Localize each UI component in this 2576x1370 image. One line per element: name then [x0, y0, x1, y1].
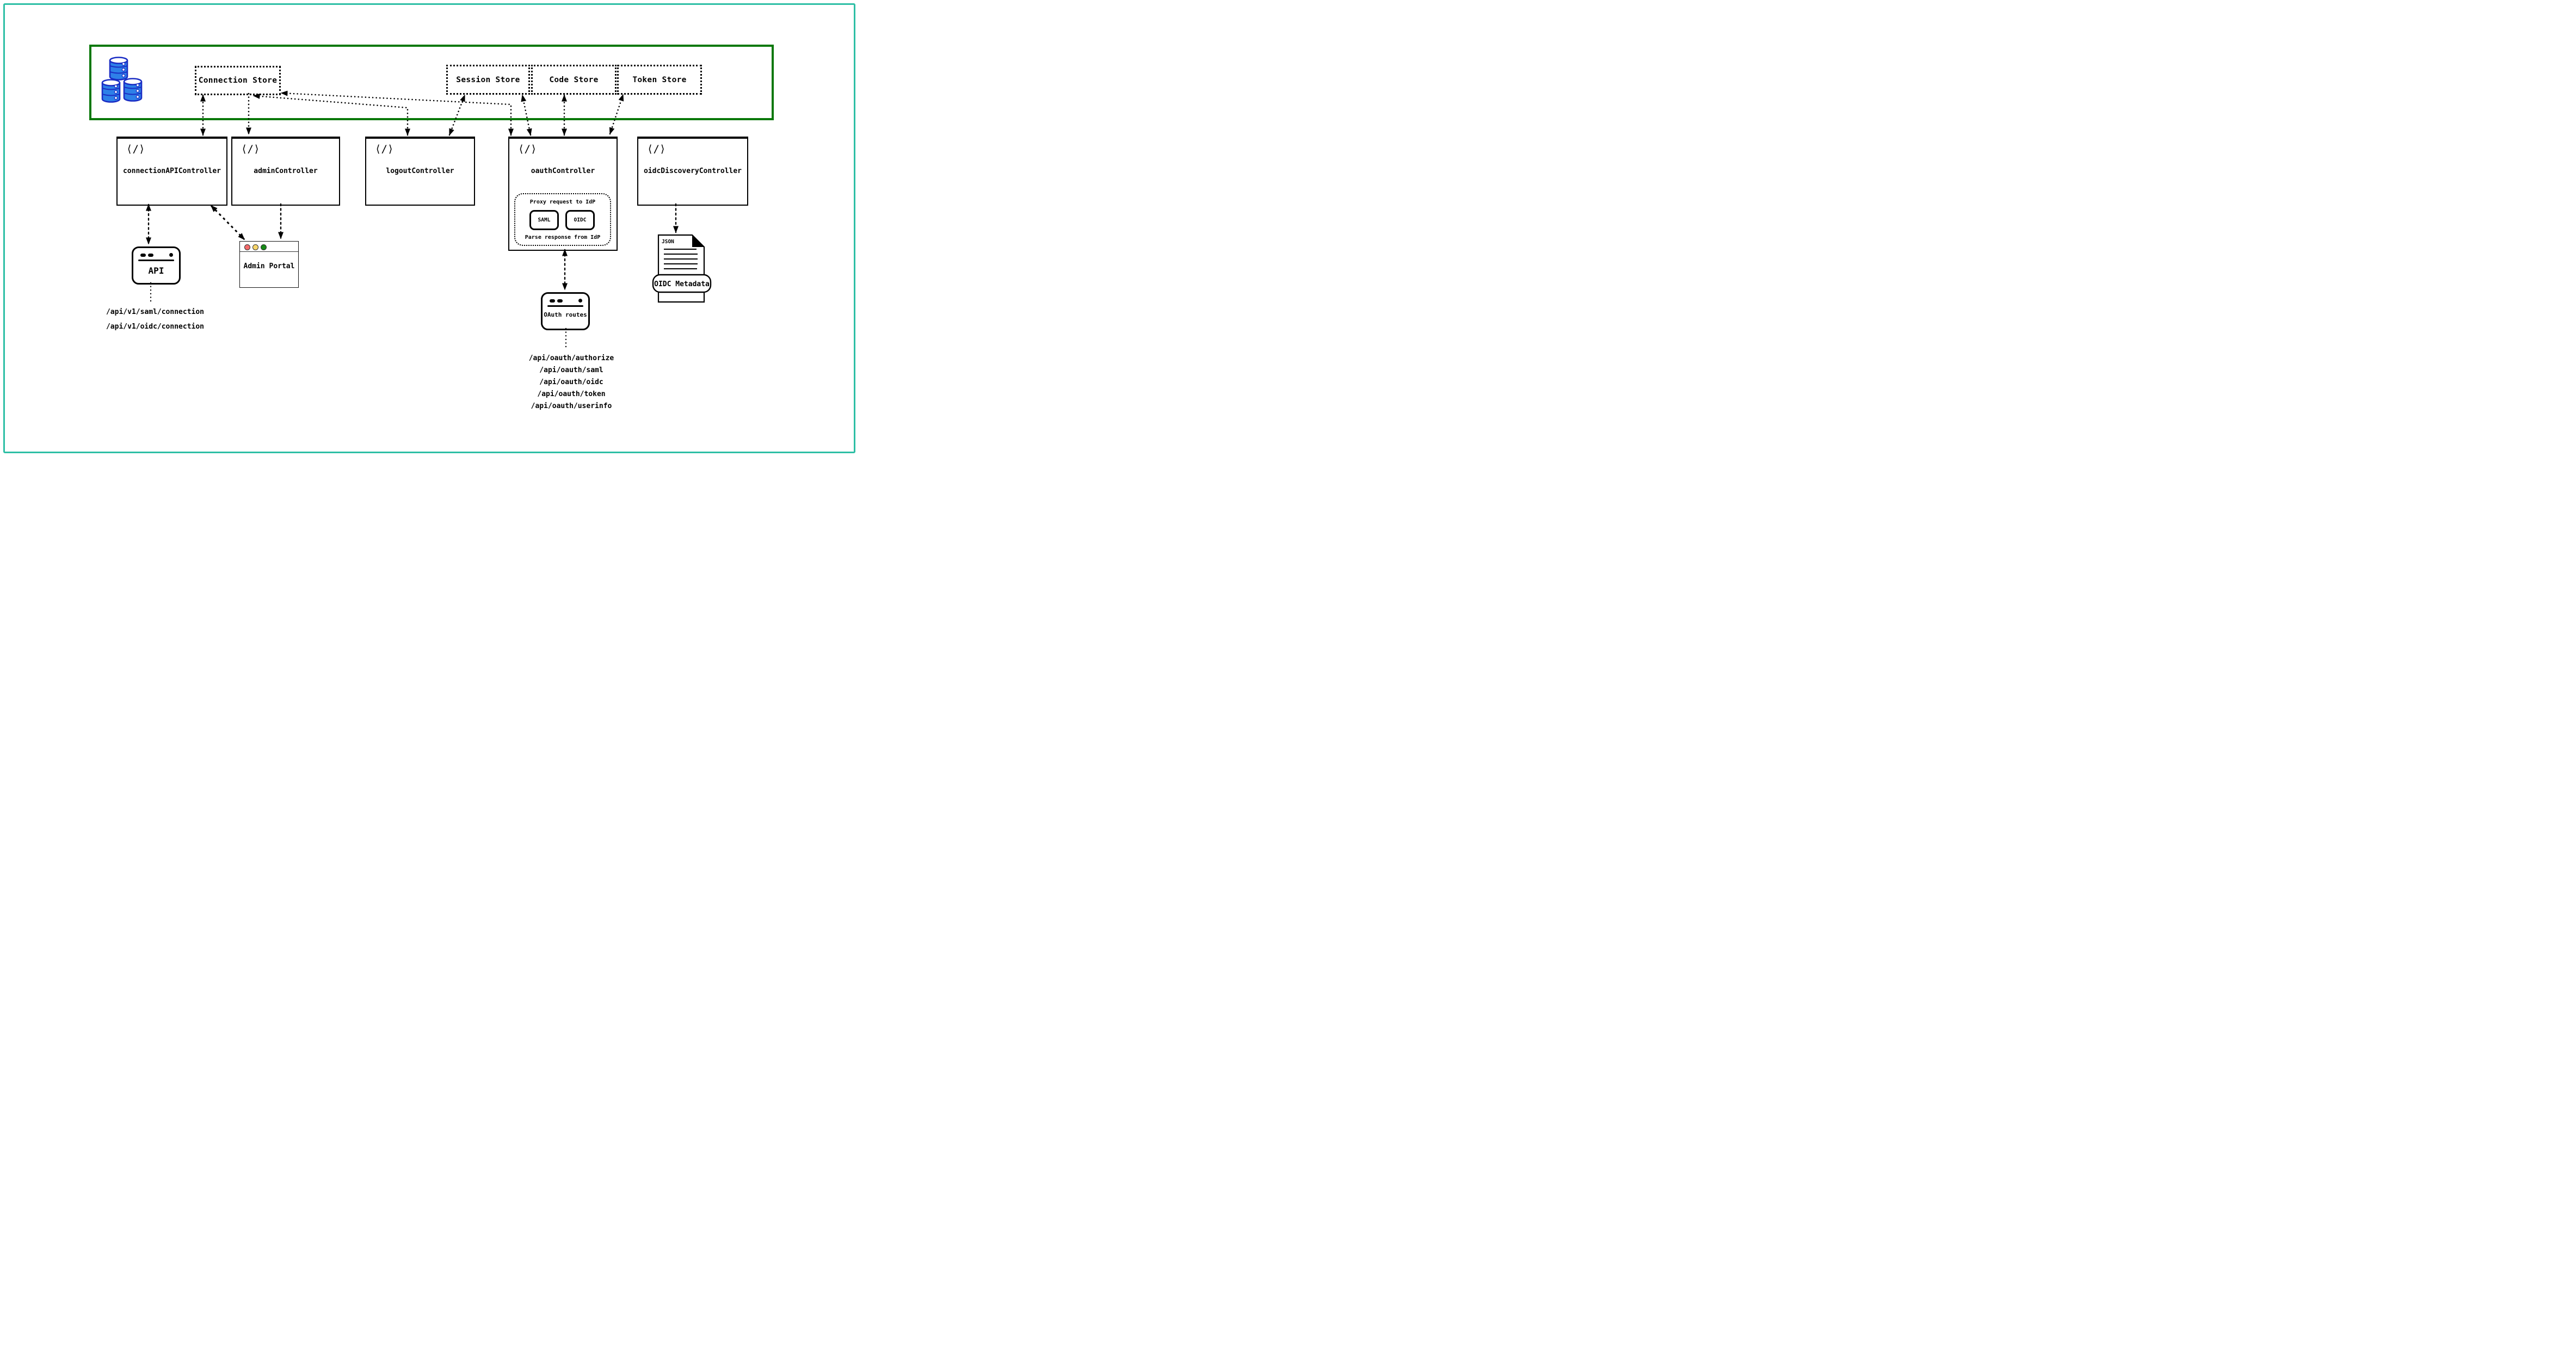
controller-label: adminController	[254, 167, 318, 175]
outer-frame	[3, 3, 855, 453]
traffic-light-green	[261, 244, 267, 250]
admin-portal-label: Admin Portal	[243, 262, 295, 270]
oauth-routes-window-icon: OAuth routes	[541, 292, 590, 330]
traffic-light-yellow	[252, 244, 258, 250]
code-icon: ⟨/⟩	[241, 143, 260, 155]
api-window-label: API	[148, 266, 164, 276]
code-store: Code Store	[531, 65, 617, 95]
connection-store-label: Connection Store	[198, 76, 278, 85]
api-route-list: /api/v1/saml/connection /api/v1/oidc/con…	[87, 305, 223, 334]
oidc-discovery-controller: ⟨/⟩ oidcDiscoveryController	[637, 137, 748, 206]
db-barrel-left	[101, 79, 121, 103]
saml-protocol-box: SAML	[529, 210, 559, 230]
route-item: /api/v1/oidc/connection	[106, 323, 204, 331]
controller-label: oauthController	[531, 167, 595, 175]
window-dot	[148, 254, 153, 257]
session-store: Session Store	[446, 65, 530, 95]
metadata-badge	[652, 274, 712, 293]
code-icon: ⟨/⟩	[518, 143, 537, 155]
oauth-route-list: /api/oauth/authorize /api/oauth/saml /ap…	[503, 353, 639, 412]
document-text-lines	[664, 249, 698, 269]
window-dot	[140, 254, 146, 257]
parse-response-label: Parse response from IdP	[525, 234, 601, 240]
oidc-protocol-box: OIDC	[565, 210, 595, 230]
db-barrel-right	[123, 78, 143, 102]
oauth-routes-label: OAuth routes	[544, 311, 587, 318]
db-barrel-top	[109, 57, 128, 81]
route-item: /api/oauth/userinfo	[531, 402, 612, 410]
window-dot	[169, 253, 173, 257]
route-item: /api/oauth/saml	[539, 366, 603, 374]
architecture-diagram: { "diagram": { "storage_zone": { "stores…	[0, 0, 859, 456]
route-item: /api/v1/saml/connection	[106, 308, 204, 316]
window-toolbar	[547, 305, 583, 307]
window-toolbar	[240, 251, 298, 252]
file-type-label: JSON	[662, 239, 674, 245]
traffic-light-red	[244, 244, 250, 250]
controller-label: connectionAPIController	[122, 167, 221, 175]
controller-label: logoutController	[386, 167, 454, 175]
controller-label: oidcDiscoveryController	[643, 167, 742, 175]
code-store-label: Code Store	[549, 75, 599, 84]
window-dot	[557, 299, 563, 303]
code-icon: ⟨/⟩	[126, 143, 145, 155]
token-store: Token Store	[617, 65, 702, 95]
code-icon: ⟨/⟩	[375, 143, 394, 155]
admin-portal-window: Admin Portal	[239, 241, 299, 288]
metadata-badge-label: OIDC Metadata	[654, 280, 710, 288]
connection-api-controller: ⟨/⟩ connectionAPIController	[116, 137, 227, 206]
session-store-label: Session Store	[456, 75, 520, 84]
connection-store: Connection Store	[195, 66, 281, 95]
code-icon: ⟨/⟩	[647, 143, 666, 155]
admin-controller: ⟨/⟩ adminController	[231, 137, 340, 206]
window-dot	[550, 299, 555, 303]
saml-label: SAML	[538, 217, 551, 223]
oidc-label: OIDC	[574, 217, 587, 223]
route-item: /api/oauth/token	[537, 390, 606, 398]
oauth-controller: ⟨/⟩ oauthController Proxy request to IdP…	[508, 137, 618, 251]
idp-proxy-box: Proxy request to IdP SAML OIDC Parse res…	[514, 193, 611, 246]
token-store-label: Token Store	[632, 75, 687, 84]
route-item: /api/oauth/oidc	[539, 378, 603, 386]
logout-controller: ⟨/⟩ logoutController	[365, 137, 475, 206]
api-window-icon: API	[132, 246, 181, 285]
json-document-icon: JSON OIDC Metadata	[652, 234, 713, 305]
document-fold	[692, 235, 704, 247]
proxy-request-label: Proxy request to IdP	[529, 199, 596, 205]
route-item: /api/oauth/authorize	[528, 354, 614, 362]
window-dot	[578, 299, 582, 303]
window-toolbar	[138, 260, 174, 262]
database-icon	[101, 57, 144, 103]
